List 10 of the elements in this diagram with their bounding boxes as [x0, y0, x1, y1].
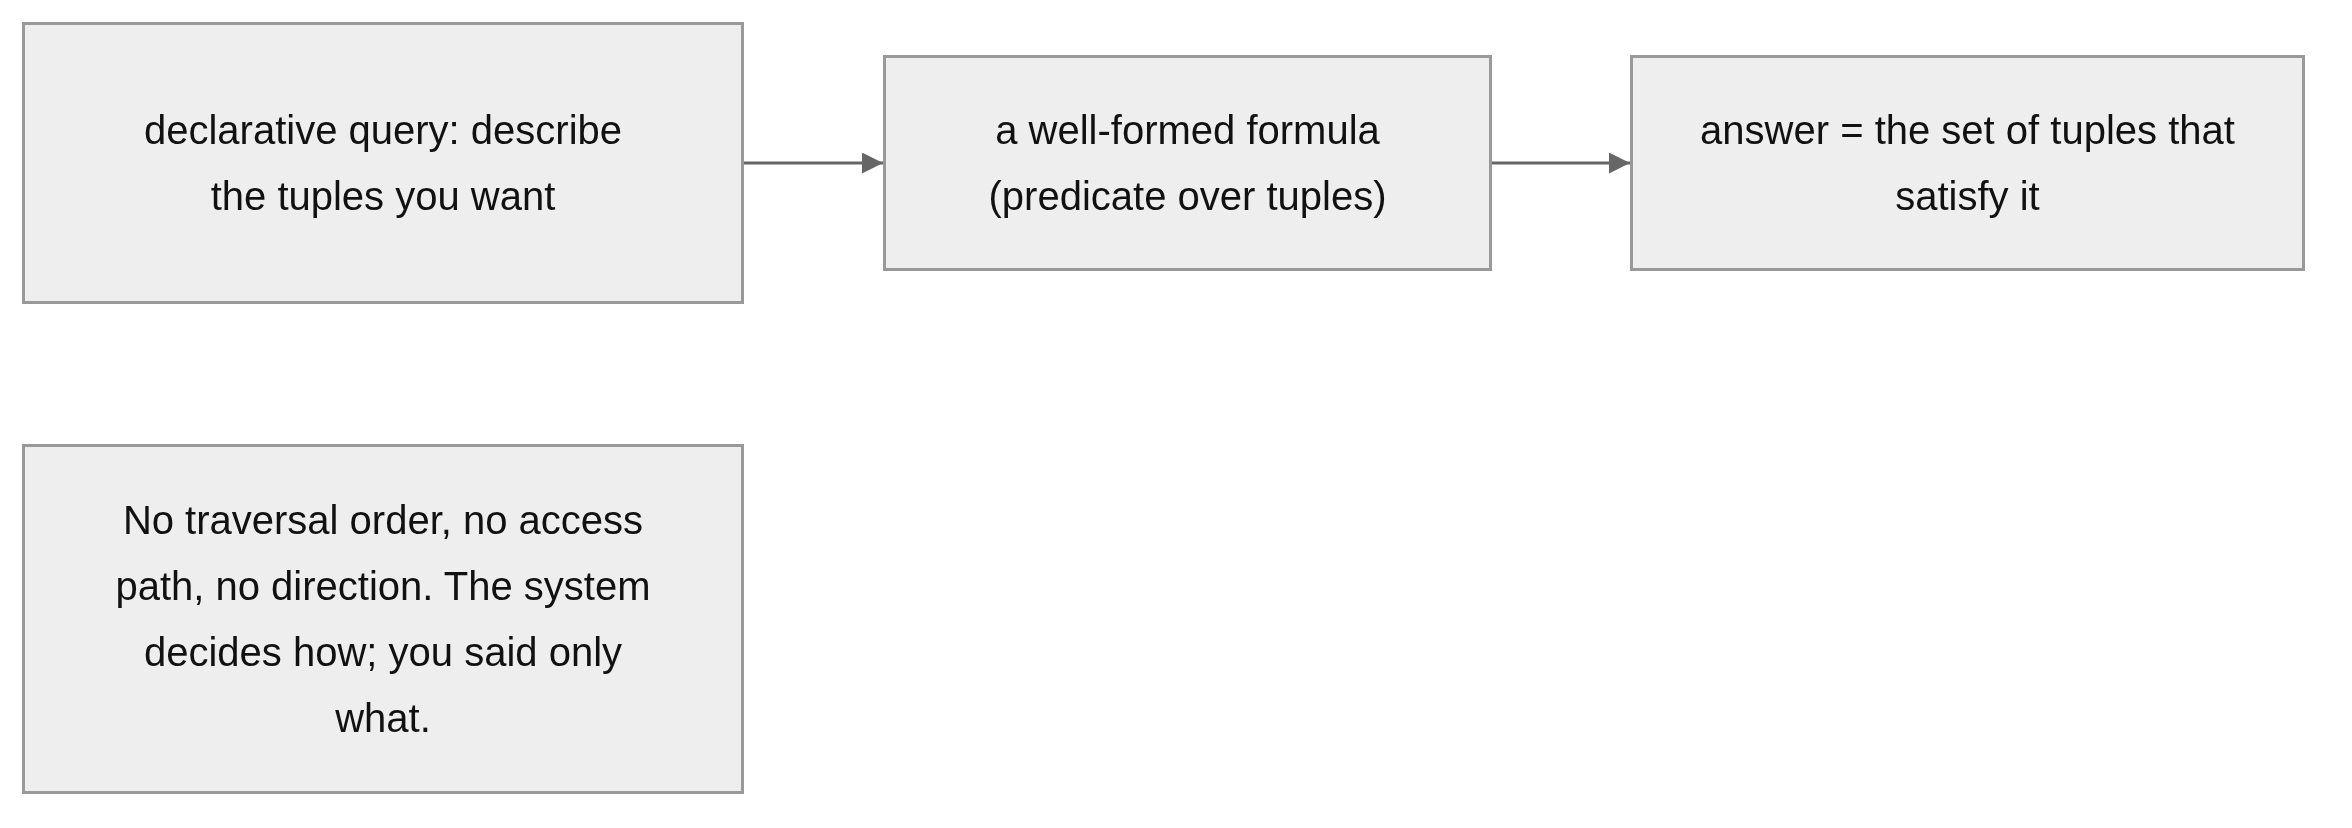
- box-text: declarative query: describe the tuples you want: [143, 107, 623, 220]
- box-text: a well-formed formula (predicate over tuples): [987, 107, 1388, 220]
- box-text: No traversal order, no access path, no direction. The system decides how; you said only what.: [114, 497, 652, 742]
- process-box: [22, 444, 744, 794]
- process-box: [22, 22, 744, 304]
- process-box: [1630, 55, 2305, 271]
- arrow: [1492, 152, 1630, 174]
- arrow: [744, 152, 883, 174]
- box-text: answer = the set of tuples that satisfy it: [1699, 107, 2236, 220]
- process-box: [883, 55, 1492, 271]
